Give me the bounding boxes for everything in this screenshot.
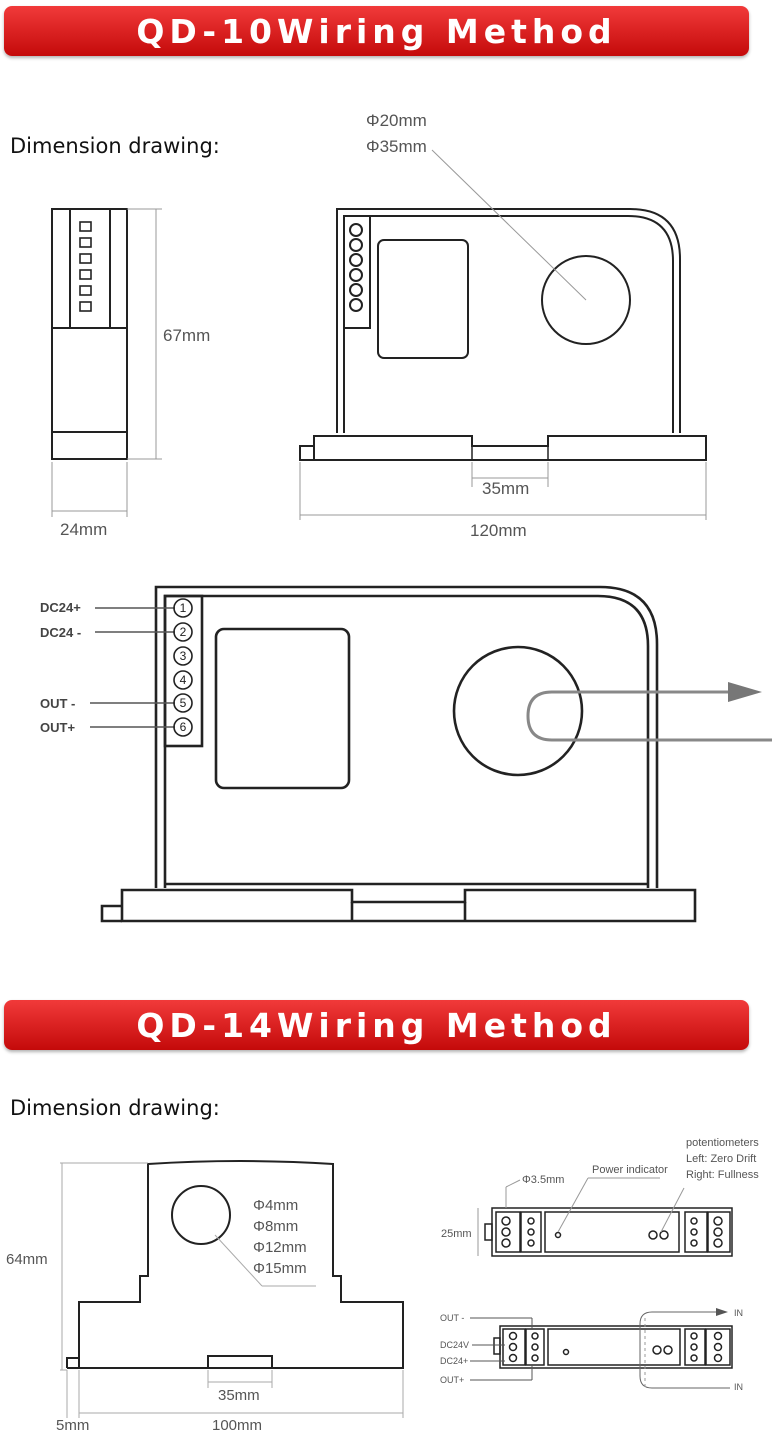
qd10-wire-loop: [526, 690, 772, 742]
qd14-dimension-label: Dimension drawing:: [10, 1096, 220, 1120]
qd14-front-view: [66, 1160, 404, 1369]
qd14-in-label-top: IN: [734, 1308, 743, 1318]
qd14-wiring-leaders: [470, 1317, 533, 1381]
qd14-wiring-label-dc24plus: DC24+: [440, 1356, 468, 1366]
qd10-banner: QD-10Wiring Method: [4, 6, 749, 56]
arrow-right-icon: [716, 1308, 728, 1316]
qd10-pin-label-2: DC24 -: [40, 625, 81, 640]
qd10-side-view: [51, 208, 128, 460]
qd10-pin-number-2: 2: [180, 625, 187, 639]
qd10-title: QD-10Wiring Method: [136, 12, 617, 51]
qd14-wire-loop: [639, 1311, 730, 1389]
qd10-hole-size-1: Φ20mm: [366, 111, 427, 130]
qd14-top-leaders: [477, 1177, 685, 1256]
qd10-front-view: [299, 208, 707, 461]
qd10-wiring-view: [100, 585, 697, 923]
qd14-width-label: 100mm: [212, 1417, 262, 1434]
qd14-height-label: 64mm: [6, 1251, 48, 1268]
qd10-side-dimension-lines: [51, 208, 162, 517]
qd10-dimension-label: Dimension drawing:: [10, 134, 220, 158]
qd10-pin-number-1: 1: [180, 601, 187, 615]
qd14-wiring-view: [493, 1325, 733, 1369]
qd14-edge-label: 5mm: [56, 1417, 89, 1434]
qd14-top-hole-label: Φ3.5mm: [522, 1174, 564, 1186]
qd10-pin-label-5: OUT -: [40, 696, 75, 711]
qd14-zero-drift-label: Left: Zero Drift: [686, 1153, 756, 1165]
arrow-right-icon: [728, 682, 762, 702]
qd10-pin-leaders: [90, 607, 175, 728]
qd14-title: QD-14Wiring Method: [136, 1006, 617, 1045]
qd14-wiring-label-out-minus: OUT -: [440, 1313, 464, 1323]
qd14-power-indicator-label: Power indicator: [592, 1164, 668, 1176]
qd14-potentiometers-label: potentiometers: [686, 1137, 759, 1149]
qd10-pin-number-5: 5: [180, 696, 187, 710]
qd10-width-label: 120mm: [470, 521, 527, 540]
qd10-pin-label-6: OUT+: [40, 720, 75, 735]
qd10-pin-number-3: 3: [180, 649, 187, 663]
qd14-hole-size-3: Φ12mm: [253, 1239, 307, 1256]
qd10-slot-label: 35mm: [482, 479, 529, 498]
qd14-hole-size-4: Φ15mm: [253, 1260, 307, 1277]
qd14-in-label-bottom: IN: [734, 1382, 743, 1392]
qd10-pin-circles: [173, 598, 193, 737]
qd14-banner: QD-14Wiring Method: [4, 1000, 749, 1050]
qd10-height-label: 67mm: [163, 326, 210, 345]
qd14-wiring-label-dc24v: DC24V: [440, 1340, 469, 1350]
qd14-top-height-label: 25mm: [441, 1228, 472, 1240]
qd14-slot-label: 35mm: [218, 1387, 260, 1404]
qd14-hole-size-1: Φ4mm: [253, 1197, 298, 1214]
qd10-hole-size-2: Φ35mm: [366, 137, 427, 156]
qd10-pin-number-6: 6: [180, 720, 187, 734]
qd14-top-view: [484, 1207, 733, 1257]
qd14-wiring-label-out-plus: OUT+: [440, 1375, 464, 1385]
qd10-pin-label-1: DC24+: [40, 600, 81, 615]
qd14-hole-size-2: Φ8mm: [253, 1218, 298, 1235]
qd10-pin-number-4: 4: [180, 673, 187, 687]
qd10-front-dimension-lines: [299, 149, 707, 520]
qd14-fullness-label: Right: Fullness: [686, 1169, 759, 1181]
qd14-front-dimension-lines: [60, 1162, 404, 1418]
qd10-side-width-label: 24mm: [60, 520, 107, 539]
